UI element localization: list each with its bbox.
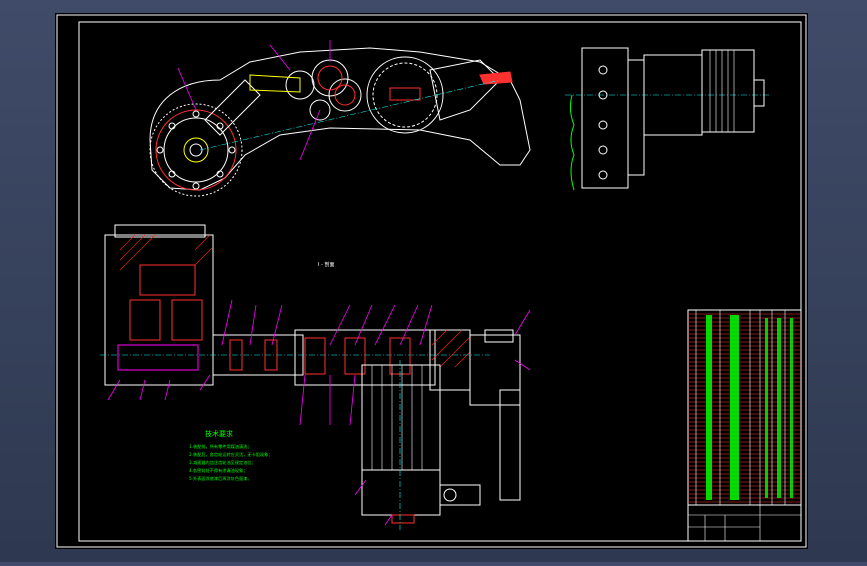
cutting-arm-icon [149, 40, 531, 197]
motor-side-view-icon [565, 47, 770, 191]
note-line-5: 5.外表面涂底漆后再涂灰色面漆。 [189, 475, 252, 482]
inner-border [78, 21, 802, 542]
technical-notes: 技术要求 1.装配前，所有零件用煤油清洗； 2.装配后，各齿轮运转应灵活，无卡阻… [189, 429, 273, 482]
parts-list-icon [687, 309, 802, 542]
section-label: I - 剖面 [318, 261, 334, 268]
note-line-4: 4.各密封处不得有渗漏油现象； [189, 467, 247, 474]
drawing-sheet [55, 13, 808, 549]
notes-title: 技术要求 [205, 429, 233, 438]
note-line-1: 1.装配前，所有零件用煤油清洗； [189, 443, 252, 450]
note-line-2: 2.装配后，各齿轮运转应灵活，无卡阻现象； [189, 451, 273, 458]
note-line-3: 3.减速器内加注齿轮油至规定油位； [189, 459, 256, 466]
outer-border [56, 14, 807, 548]
gearbox-section-icon [100, 224, 531, 530]
